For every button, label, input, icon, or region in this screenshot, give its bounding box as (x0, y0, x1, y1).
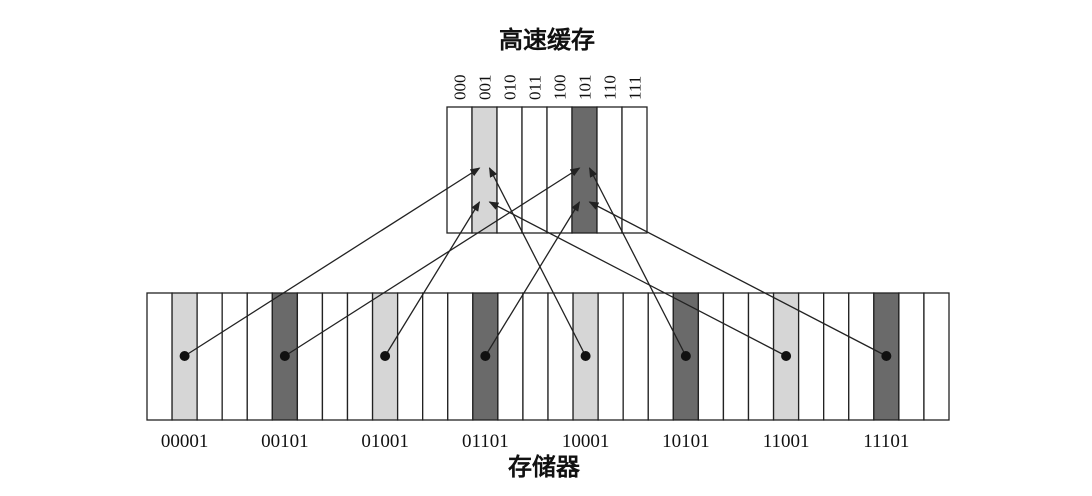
mapping-arrow (588, 167, 687, 357)
memory-block (146, 292, 950, 421)
memory-address-label: 11101 (863, 431, 909, 452)
memory-address-label: 10101 (662, 431, 710, 452)
mapping-source-dot (680, 351, 691, 361)
cache-line-000 (446, 106, 473, 234)
memory-block-15 (522, 292, 549, 421)
memory-address-label: 00001 (161, 431, 209, 452)
cache-line-111 (621, 106, 648, 234)
mapping-arrow (588, 201, 887, 357)
memory-title: 存储器 (508, 453, 581, 481)
memory-block-28 (848, 292, 875, 421)
cache-block (446, 106, 648, 234)
memory-address-label: 10001 (562, 431, 610, 452)
cache-line-011 (521, 106, 548, 234)
cache-index-label: 011 (526, 75, 545, 100)
memory-block-12 (447, 292, 474, 421)
memory-block-0 (146, 292, 173, 421)
memory-block-2 (196, 292, 223, 421)
cache-line-010 (496, 106, 523, 234)
mapping-arrow (488, 201, 787, 357)
memory-block-3 (221, 292, 248, 421)
memory-block-23 (722, 292, 750, 421)
cache-index-label: 101 (576, 75, 595, 101)
mapping-arrow (484, 201, 581, 357)
memory-block-19 (622, 292, 649, 421)
memory-block-14 (497, 292, 524, 421)
memory-block-6 (296, 292, 324, 421)
mapping-arrow (284, 167, 581, 357)
cache-index-label: 000 (451, 75, 470, 101)
mapping-source-dot (279, 351, 290, 361)
mapping-source-dot (781, 351, 792, 361)
cache-index-label: 111 (626, 76, 645, 100)
mapping-source-dot (480, 351, 491, 361)
memory-address-label: 00101 (261, 431, 309, 452)
memory-block-4 (246, 292, 273, 421)
cache-index-label: 001 (476, 75, 495, 101)
cache-index-label: 100 (551, 75, 570, 101)
memory-address-label: 01101 (462, 431, 509, 452)
mapping-source-dot (179, 351, 190, 361)
memory-block-18 (597, 292, 624, 421)
memory-block-10 (396, 292, 424, 421)
memory-block-21 (672, 292, 700, 421)
cache-index-label: 110 (601, 75, 620, 100)
mapping-arrows (179, 167, 892, 361)
cache-title: 高速缓存 (499, 26, 595, 54)
memory-address-label: 01001 (361, 431, 409, 452)
memory-block-30 (898, 292, 925, 421)
cache-line-110 (596, 106, 623, 234)
mapping-arrow (384, 201, 481, 357)
memory-block-8 (346, 292, 374, 421)
mapping-source-dot (881, 351, 892, 361)
memory-block-24 (747, 292, 775, 421)
mapping-arrow (488, 167, 587, 357)
mapping-source-dot (380, 351, 391, 361)
memory-block-11 (422, 292, 449, 421)
cache-index-labels: 000 001 010 011 100 101 110 111 (451, 75, 645, 101)
memory-address-label: 11001 (763, 431, 810, 452)
mapping-arrow (184, 167, 481, 357)
cache-index-label: 010 (501, 75, 520, 101)
memory-block-16 (547, 292, 574, 421)
memory-address-labels: 00001 00101 01001 01101 10001 10101 11001 11101 (161, 431, 910, 452)
memory-block-26 (797, 292, 825, 421)
memory-block-31 (923, 292, 950, 421)
memory-block-27 (823, 292, 850, 421)
memory-block-7 (321, 292, 349, 421)
cache-line-100 (546, 106, 573, 234)
mapping-source-dot (580, 351, 591, 361)
memory-block-20 (647, 292, 674, 421)
